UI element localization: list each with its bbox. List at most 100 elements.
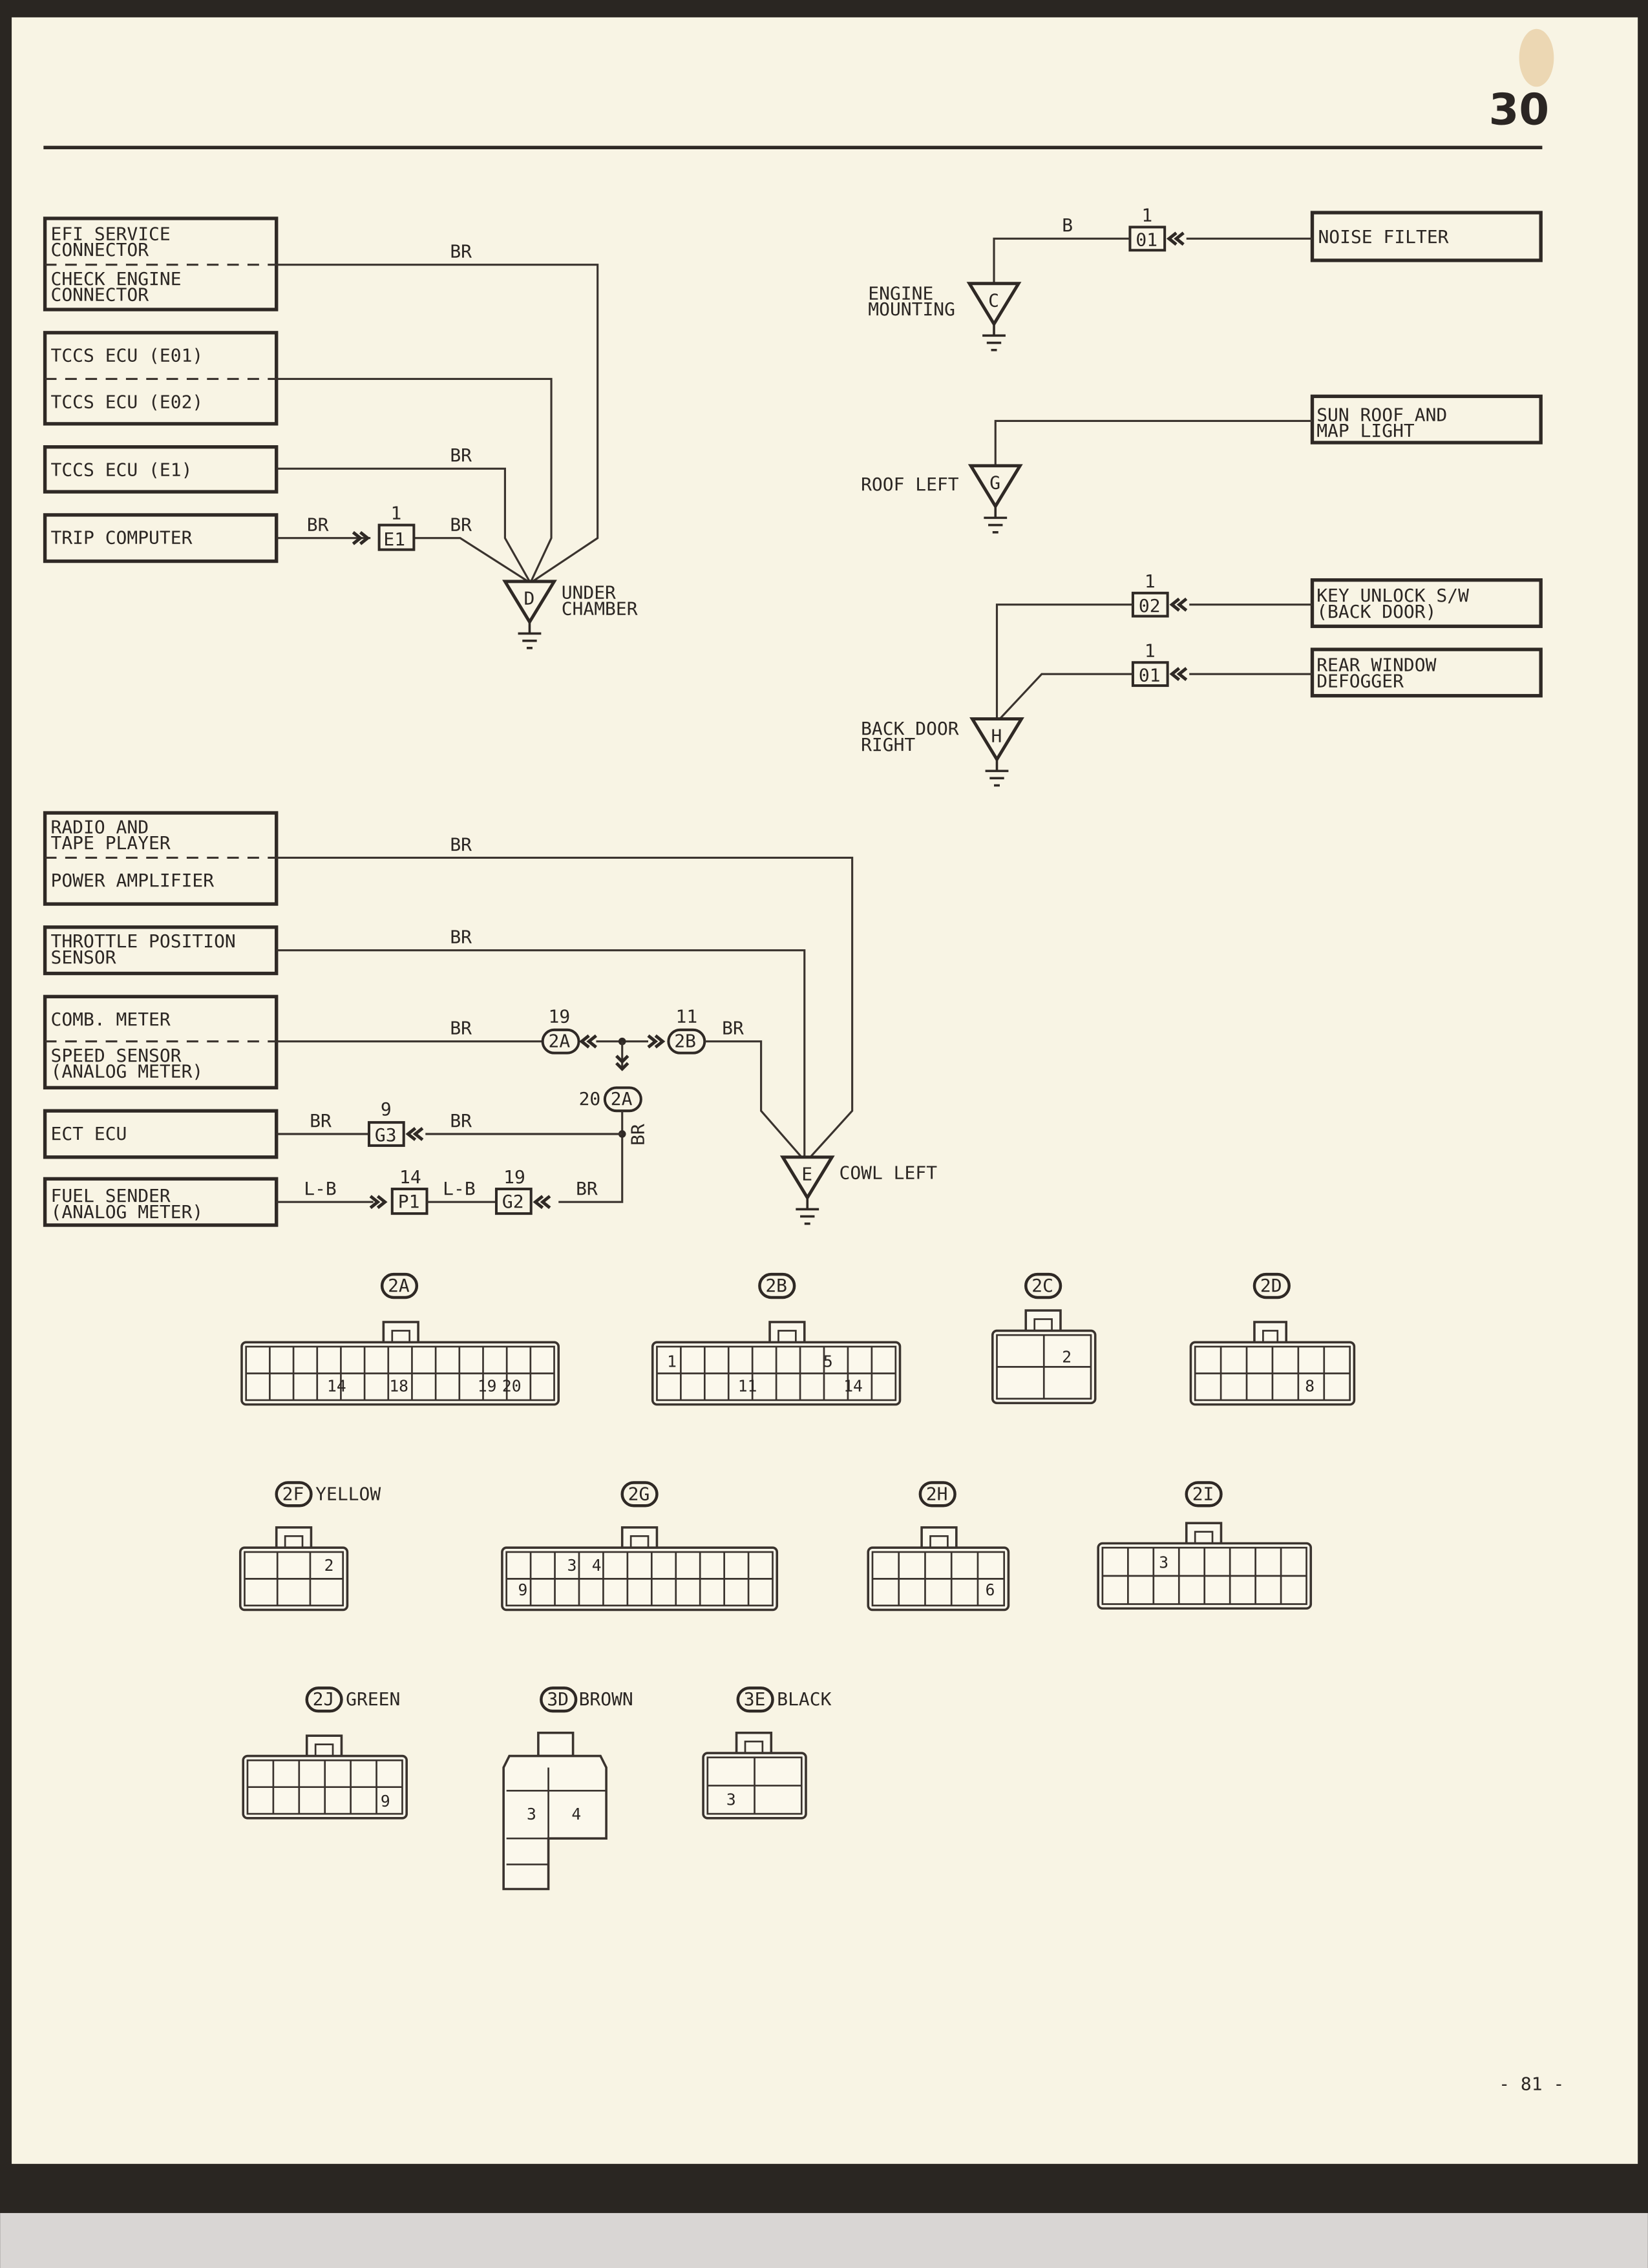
connector-id-badge: 2B <box>758 1272 796 1299</box>
check-engine-label: CHECK ENGINE <box>51 268 182 289</box>
connector-2c-face <box>991 1309 1097 1405</box>
wire-color-label: BR <box>450 927 472 948</box>
junction-p1-id: P1 <box>398 1191 420 1212</box>
junction-01-pin: 1 <box>1141 204 1152 226</box>
junction-g3-box <box>367 1121 405 1147</box>
section-number: 30 <box>1489 85 1549 135</box>
double-arrow-icon <box>352 530 370 545</box>
ground-d-label-2: CHAMBER <box>562 598 638 619</box>
splice-dot <box>618 1130 626 1138</box>
connector-color-label: GREEN <box>346 1688 400 1710</box>
connector-3d-face <box>502 1731 607 1891</box>
wire-color-label: BR <box>450 1018 472 1039</box>
pin-number: 14 <box>327 1376 346 1395</box>
pin-number: 20 <box>502 1376 522 1395</box>
chevron-icon <box>615 1055 629 1064</box>
throttle-label: THROTTLE POSITION <box>51 930 236 952</box>
engine-mounting-group: NOISE FILTER 01 1 B C ENGINE MOUNTING <box>868 204 1543 352</box>
key-unlock-label-2: (BACK DOOR) <box>1316 601 1436 622</box>
connector-id-badge: 2I <box>1185 1481 1223 1507</box>
chevron-icon <box>1174 231 1185 246</box>
wire-2a-20 <box>558 1111 624 1203</box>
key-unlock-label: KEY UNLOCK S/W <box>1316 585 1469 606</box>
wire-color-label: BR <box>450 240 472 262</box>
chevron-icon <box>1176 667 1188 682</box>
pin-number: 4 <box>571 1805 581 1823</box>
chevron-icon <box>647 1034 659 1049</box>
latch-slot <box>314 1743 334 1757</box>
latch-slot <box>1194 1531 1214 1544</box>
pin-number: 4 <box>592 1556 602 1575</box>
rear-window-box <box>1310 647 1543 698</box>
chevron-icon <box>1169 667 1181 682</box>
wire-color-label: BR <box>450 1110 472 1131</box>
junction-p1-pin: 14 <box>399 1166 421 1188</box>
junction-01-id: 01 <box>1136 229 1157 251</box>
wire-tccs-e1 <box>276 467 531 582</box>
connector-id-oval <box>736 1686 774 1713</box>
pin-number: 3 <box>726 1790 736 1809</box>
pin-number: 8 <box>1305 1376 1315 1395</box>
chevron-icon <box>1166 231 1178 246</box>
speed-sensor-label-2: (ANALOG METER) <box>51 1061 204 1082</box>
latch-slot <box>744 1740 764 1754</box>
connector-2f-face <box>238 1526 349 1612</box>
double-arrow-icon <box>533 1195 551 1210</box>
ground-triangle-icon <box>779 1155 835 1201</box>
connector-id-badge: 3D <box>540 1686 578 1713</box>
connector-latch <box>537 1731 575 1758</box>
ground-h-label-2: RIGHT <box>861 734 915 755</box>
wire-radio <box>276 856 854 1158</box>
wire-color-label: BR <box>450 445 472 466</box>
wire-2b-to-ground <box>704 1040 803 1158</box>
connector-id-badge: 2H <box>918 1481 956 1507</box>
paper-sheet <box>12 17 1638 2164</box>
connector-id: 2C <box>1031 1275 1053 1296</box>
wire-color-label-vertical: BR <box>627 1124 648 1146</box>
latch-slot <box>777 1330 797 1343</box>
ground-triangle-icon <box>967 464 1023 510</box>
page-number: - 81 - <box>1499 2074 1564 2095</box>
connector-2b-pill <box>667 1028 706 1055</box>
ground-d-label: UNDER <box>562 582 616 604</box>
wire-color-label: BR <box>450 514 472 536</box>
wire-color-label: BR <box>450 834 472 855</box>
connector-2b-face <box>651 1321 902 1406</box>
connector-id: 3E <box>744 1688 766 1710</box>
connector-id-oval <box>1024 1272 1062 1299</box>
connector-2i-face <box>1097 1522 1313 1610</box>
connector-id: 2A <box>388 1275 410 1296</box>
double-arrow-icon <box>1169 667 1188 682</box>
tccs-e01-label: TCCS ECU (E01) <box>51 345 204 366</box>
connector-2a-face <box>240 1321 560 1406</box>
connector-id: 3D <box>547 1688 569 1710</box>
wire-color-label: BR <box>576 1178 598 1199</box>
connector-color-label: BROWN <box>579 1688 633 1710</box>
back-door-group: KEY UNLOCK S/W (BACK DOOR) REAR WINDOW D… <box>861 571 1543 787</box>
connector-2a-pill <box>541 1028 580 1055</box>
ground-e-label: COWL LEFT <box>840 1162 938 1183</box>
junction-g2-pin: 19 <box>503 1166 525 1188</box>
wire-color-label: L-B <box>443 1178 476 1199</box>
sun-roof-label: SUN ROOF AND <box>1316 404 1447 425</box>
junction-e1-pin: 1 <box>391 503 402 524</box>
pin-number: 1 <box>667 1352 677 1370</box>
connector-id-oval <box>1185 1481 1223 1507</box>
connector-id-badge: 2C <box>1024 1272 1062 1299</box>
wire-key-unlock-2 <box>995 604 1133 719</box>
tccs-e1-label: TCCS ECU (E1) <box>51 459 193 480</box>
wire-color-label: BR <box>307 514 329 536</box>
radio-label: RADIO AND <box>51 816 149 837</box>
chevron-icon <box>1169 597 1181 612</box>
junction-g2-box <box>494 1188 533 1215</box>
pin-number: 3 <box>527 1805 536 1823</box>
connector-id-badge: 2D <box>1252 1272 1291 1299</box>
pin-number: 2 <box>1062 1348 1072 1367</box>
efi-service-label: EFI SERVICE <box>51 224 171 245</box>
connector-2a-id: 2A <box>549 1031 571 1052</box>
throttle-label-2: SENSOR <box>51 947 116 968</box>
chevron-icon <box>369 1195 381 1210</box>
junction-g3-id: G3 <box>375 1124 397 1146</box>
junction-e1-id: E1 <box>383 529 405 550</box>
ground-letter: D <box>524 588 535 609</box>
